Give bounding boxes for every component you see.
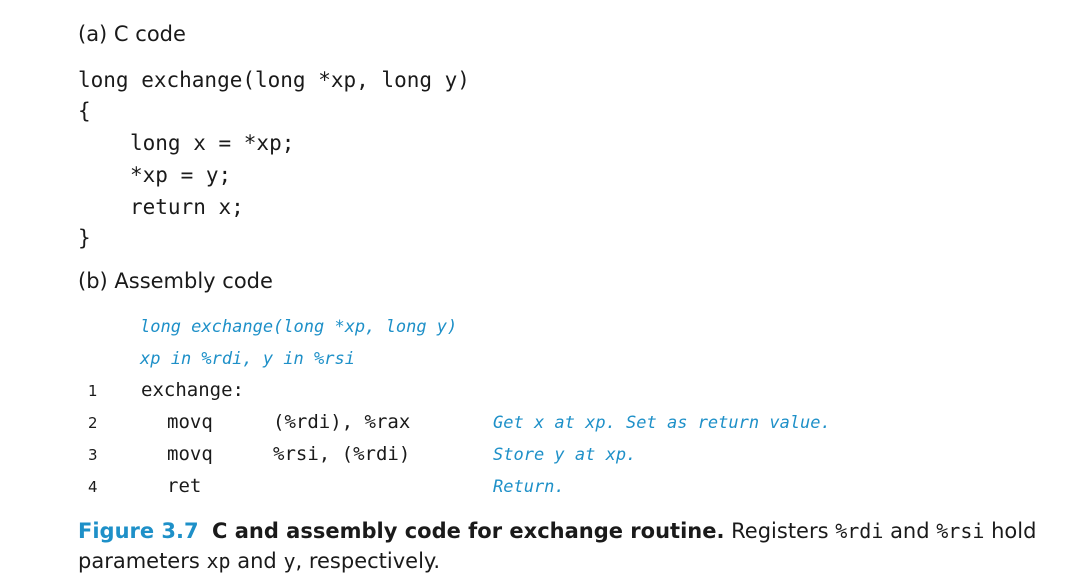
line-number: 4 (88, 478, 98, 496)
figure-label: Figure 3.7 (78, 519, 199, 543)
asm-opcode: movq (167, 443, 213, 465)
asm-code-heading: (b) Assembly code (78, 269, 273, 293)
asm-comment: Get x at xp. Set as return value. (493, 413, 831, 433)
asm-header-comment: xp in %rdi, y in %rsi (140, 349, 355, 369)
caption-text: Registers (731, 519, 836, 543)
line-number: 2 (88, 414, 98, 432)
asm-operands: %rsi, (%rdi) (273, 443, 411, 465)
figure-title: C and assembly code for exchange routine… (212, 519, 725, 543)
caption-parameter: y (283, 549, 296, 573)
c-code-line: return x; (130, 195, 244, 219)
caption-text: , respectively. (295, 549, 441, 573)
c-code-line: { (78, 99, 91, 123)
c-code-heading: (a) C code (78, 22, 186, 46)
asm-opcode: movq (167, 411, 213, 433)
asm-comment: Store y at xp. (493, 445, 637, 465)
line-number: 3 (88, 446, 98, 464)
asm-operands: (%rdi), %rax (273, 411, 411, 433)
c-code-line: *xp = y; (130, 163, 232, 187)
caption-text: and (883, 519, 937, 543)
caption-register: %rdi (835, 519, 884, 543)
asm-comment: Return. (493, 477, 565, 497)
asm-label: exchange: (141, 379, 244, 401)
line-number: 1 (88, 382, 98, 400)
c-code-line: long exchange(long *xp, long y) (78, 68, 470, 92)
c-code-line: } (78, 226, 91, 250)
caption-parameter: xp (206, 549, 231, 573)
c-code-line: long x = *xp; (130, 131, 295, 155)
caption-text: hold parameters (78, 519, 1037, 573)
caption-text: and (230, 549, 284, 573)
figure-caption: Figure 3.7 C and assembly code for excha… (78, 516, 1038, 576)
caption-register: %rsi (936, 519, 985, 543)
asm-opcode: ret (167, 475, 202, 497)
asm-header-comment: long exchange(long *xp, long y) (140, 317, 458, 337)
